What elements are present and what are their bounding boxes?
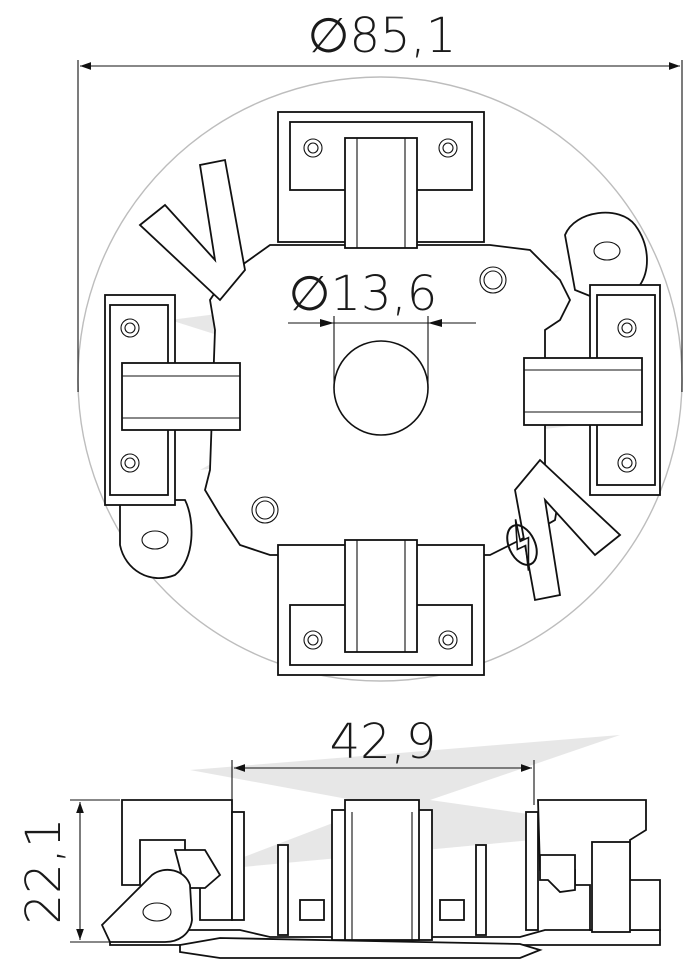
lightning-bolt-in-circle-icon <box>506 519 538 571</box>
center-hole-diameter-label: ∅13,6 <box>289 266 438 322</box>
brush-holder-top <box>277 111 485 249</box>
terminal-lug-top-right <box>564 211 648 301</box>
terminal-lug-bottom-left <box>119 499 193 580</box>
brush-holder-left <box>104 294 241 506</box>
clip-arm-top-left <box>138 158 246 302</box>
side-view <box>70 760 661 959</box>
side-holder-center <box>277 799 487 941</box>
height-label: 22,1 <box>16 818 72 925</box>
clip-arm-bottom-right <box>514 458 622 602</box>
brush-holder-right <box>523 284 661 496</box>
mounting-hole-lower <box>251 496 279 524</box>
holder-span-label: 42,9 <box>330 714 437 770</box>
outer-diameter-label: ∅85,1 <box>308 8 457 64</box>
top-view <box>77 60 683 682</box>
mounting-hole-upper <box>479 266 507 294</box>
brush-holder-bottom <box>277 539 485 676</box>
